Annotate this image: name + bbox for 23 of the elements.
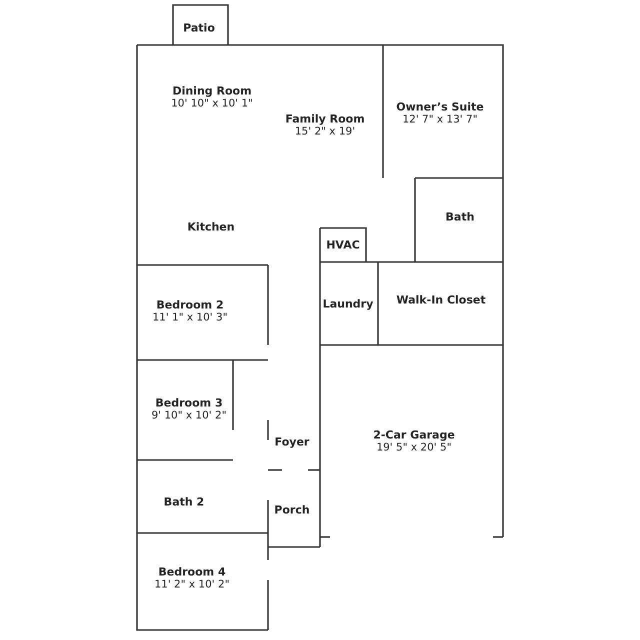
room-name: HVAC [326,238,360,252]
room-name: Laundry [322,298,374,310]
room-name: Bedroom 4 [157,566,227,578]
room-name: Bath 2 [164,496,204,508]
room-name: Family Room [285,112,365,126]
room-name: Patio [183,22,215,34]
room-name: 2-Car Garage [373,428,455,442]
room-name: Porch [274,504,310,516]
room-dimensions: 15' 2" x 19' [294,126,356,138]
room-name: Foyer [274,436,310,448]
room-name: Bath [446,210,474,224]
room-name: Kitchen [187,220,235,234]
room-dimensions: 11' 2" x 10' 2" [154,578,230,590]
room-dimensions: 11' 1" x 10' 3" [152,312,228,324]
room-name: Bedroom 2 [155,298,225,312]
room-name: Dining Room [171,84,253,98]
room-name: Owner’s Suite [396,100,484,114]
room-dimensions: 12' 7" x 13' 7" [401,114,479,126]
room-name: Bedroom 3 [154,396,224,410]
room-name: Walk-In Closet [396,294,486,306]
room-dimensions: 19' 5" x 20' 5" [375,442,453,454]
room-dimensions: 10' 10" x 10' 1" [171,98,253,110]
room-dimensions: 9' 10" x 10' 2" [151,410,227,422]
